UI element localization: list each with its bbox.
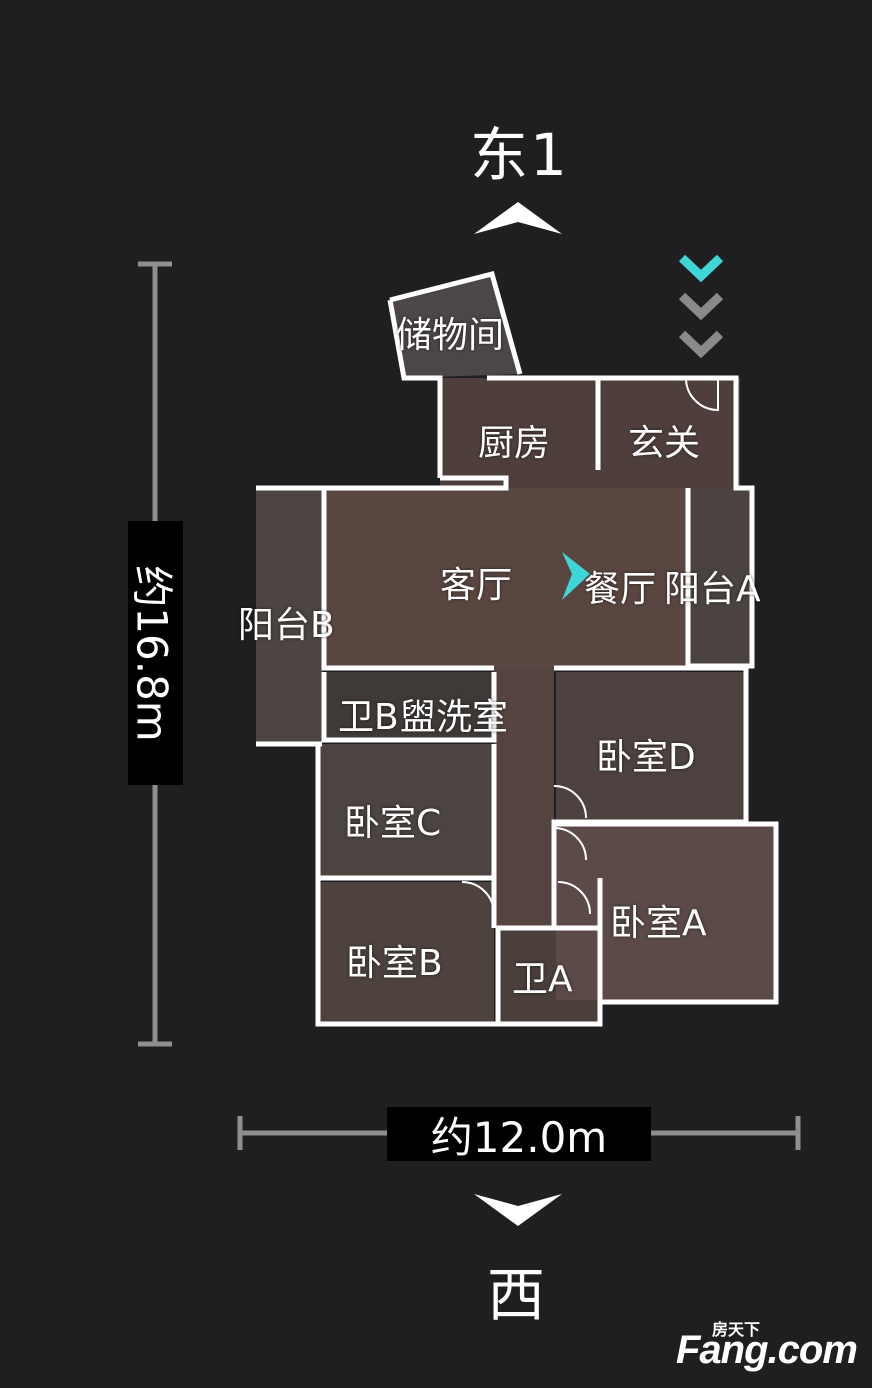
room-label-bath-b[interactable]: 卫B [338, 697, 399, 738]
north-direction-label: 东1 [470, 121, 569, 189]
balcony-b-floor [256, 488, 322, 744]
room-label-bedroom-b[interactable]: 卧室B [346, 943, 443, 984]
bedroom-c-floor [318, 744, 494, 878]
bath-b-floor [324, 672, 494, 742]
height-dimension-label: 约16.8m [128, 521, 183, 785]
balcony-a-floor [688, 488, 752, 666]
floor-areas [256, 274, 776, 1024]
room-label-bedroom-c[interactable]: 卧室C [344, 803, 442, 844]
room-label-balcony-b[interactable]: 阳台B [238, 605, 335, 646]
room-label-balcony-a[interactable]: 阳台A [664, 569, 761, 610]
hallway-floor [494, 668, 554, 928]
bedroom-d-floor [556, 672, 746, 822]
chevron-up-icon[interactable] [474, 200, 562, 236]
logo-cn-text: 房天下 [712, 1320, 761, 1339]
room-label-bedroom-d[interactable]: 卧室D [596, 737, 696, 778]
door-arcs [461, 377, 719, 915]
width-dimension-label: 约12.0m [387, 1107, 651, 1162]
room-label-bath-a[interactable]: 卫A [512, 959, 573, 1000]
bedroom-b-floor [318, 882, 494, 1024]
corridor-floor [440, 378, 740, 488]
height-dimension-text: 约16.8m [128, 564, 177, 742]
viewpoint-marker [562, 552, 590, 600]
bedroom-a-floor [556, 824, 776, 1000]
room-label-living[interactable]: 客厅 [440, 565, 513, 606]
living-floor [324, 488, 688, 668]
room-label-storage[interactable]: 储物间 [396, 315, 505, 356]
entrance-chevrons [678, 254, 724, 359]
room-label-bedroom-a[interactable]: 卧室A [610, 903, 707, 944]
chevron-down-icon[interactable] [474, 1192, 562, 1228]
south-direction-label: 西 [487, 1261, 548, 1329]
walls [256, 270, 779, 1027]
storage-floor [390, 274, 520, 378]
room-label-kitchen[interactable]: 厨房 [478, 423, 551, 464]
logo-en-text: Fang.com [676, 1328, 858, 1372]
fang-logo: 房天下 Fang.com [676, 1316, 858, 1376]
room-label-washroom[interactable]: 盥洗室 [400, 697, 509, 738]
room-label-dining[interactable]: 餐厅 [584, 569, 657, 610]
room-label-entrance[interactable]: 玄关 [628, 423, 701, 464]
